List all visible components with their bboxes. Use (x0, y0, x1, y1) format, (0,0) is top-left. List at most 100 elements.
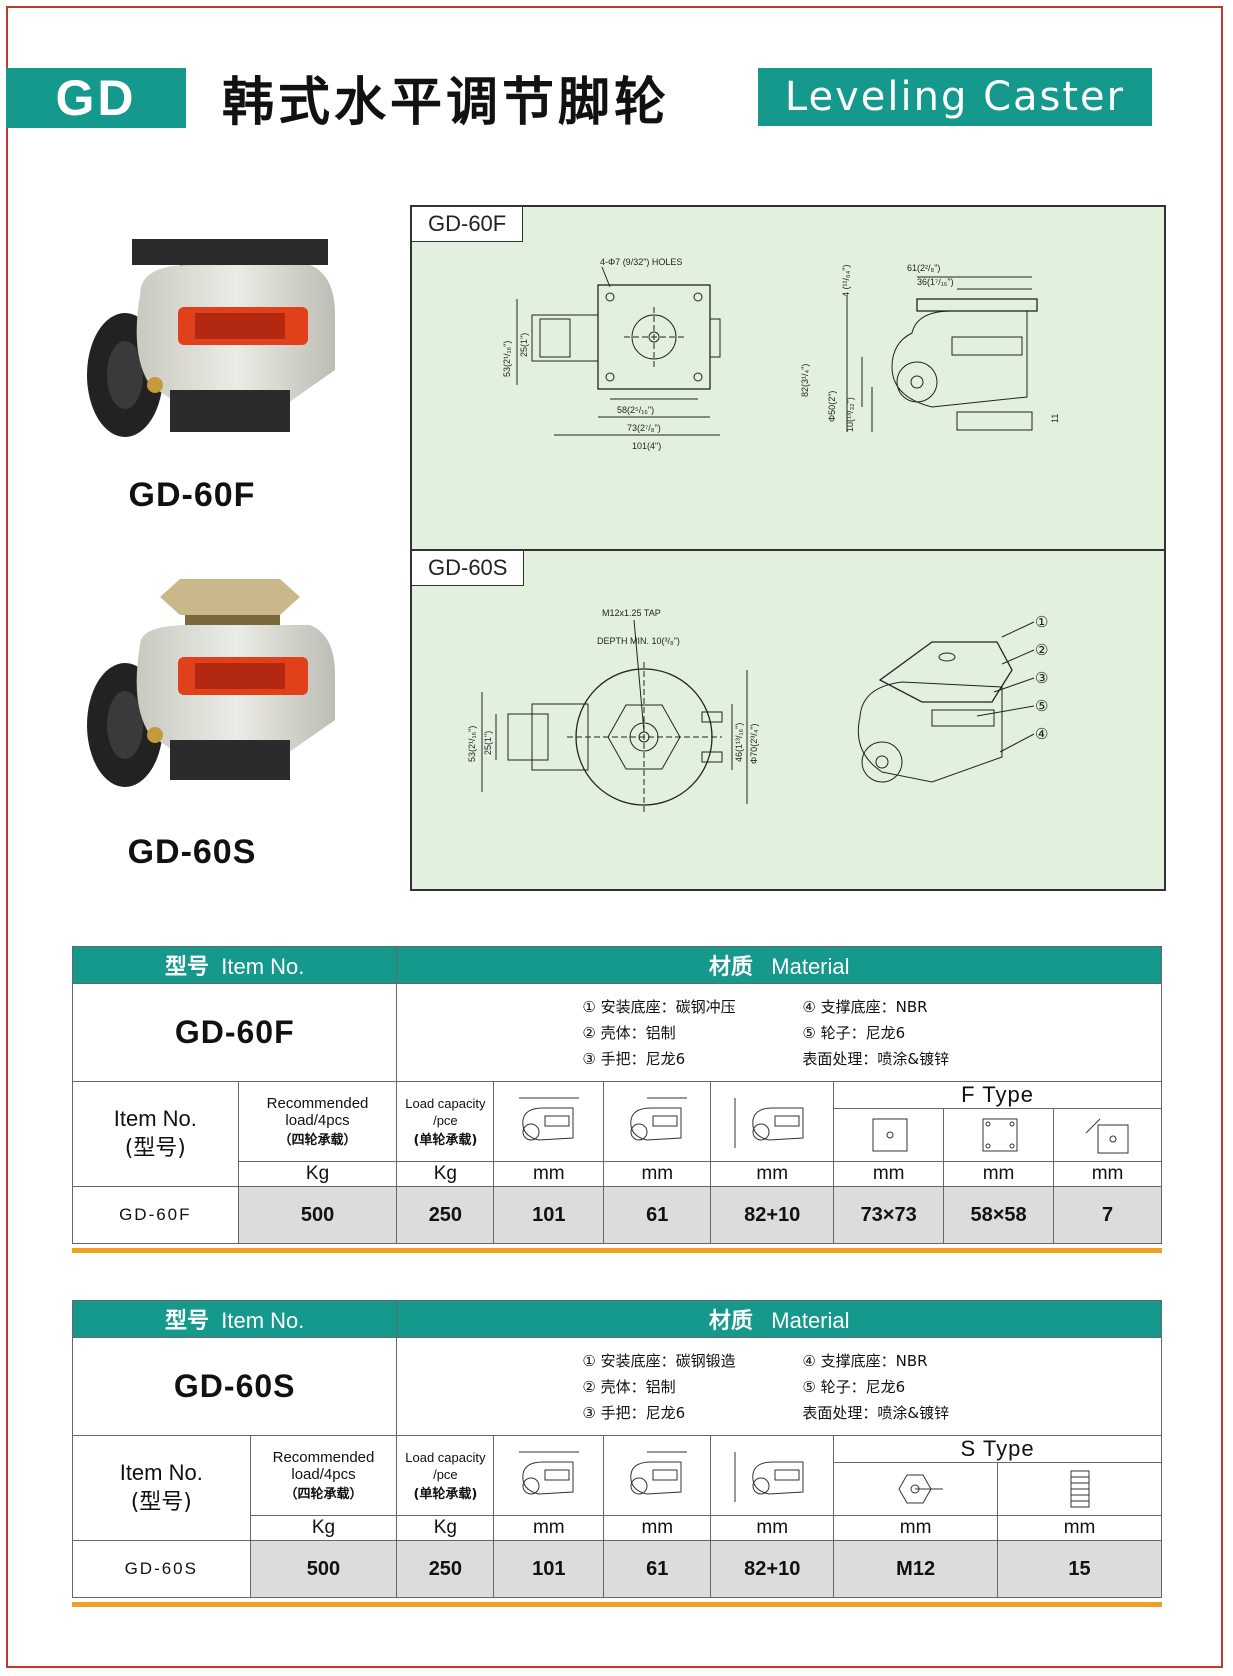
svg-text:53(2¹/₁₆"): 53(2¹/₁₆") (502, 341, 512, 377)
f-type-header: F Type (833, 1081, 1162, 1109)
svg-text:④: ④ (1035, 726, 1048, 743)
dim-icon-width (493, 1435, 605, 1516)
dim-icon-holes (943, 1108, 1055, 1162)
material-header: 材质 Material (396, 1300, 1162, 1338)
svg-text:53(2¹/₁₆"): 53(2¹/₁₆") (467, 726, 477, 762)
series-code-badge: GD (6, 68, 186, 128)
unit-cell: mm (493, 1515, 605, 1541)
technical-drawing-panel: GD-60F GD-60S 4-Φ7 (9/32") HOLES 58(2⁵/₁… (410, 205, 1166, 891)
unit-cell: Kg (237, 1161, 398, 1187)
svg-text:25(1"): 25(1") (483, 731, 493, 755)
svg-text:4-Φ7 (9/32") HOLES: 4-Φ7 (9/32") HOLES (600, 257, 682, 267)
svg-text:Φ70(2³/₄"): Φ70(2³/₄") (749, 723, 759, 764)
table-row: GD-60F 500 250 101 61 82+10 73×73 58×58 … (72, 1186, 1162, 1244)
svg-text:DEPTH MIN. 10(³/₈"): DEPTH MIN. 10(³/₈") (597, 636, 680, 646)
row-value: 73×73 (833, 1186, 945, 1244)
svg-text:61(2²/₈"): 61(2²/₈") (907, 263, 940, 273)
svg-text:⑤: ⑤ (1035, 698, 1048, 715)
item-no-header: 型号 Item No. (71, 1300, 398, 1338)
dim-icon-stem (997, 1462, 1162, 1516)
svg-text:①: ① (1035, 614, 1048, 631)
row-value: 15 (997, 1540, 1162, 1598)
unit-cell: mm (603, 1515, 712, 1541)
dim-icon-offset (603, 1081, 712, 1162)
row-value: 101 (493, 1540, 605, 1598)
row-value: 58×58 (943, 1186, 1055, 1244)
drawing-gd60s: M12x1.25 TAP DEPTH MIN. 10(³/₈") 53(2¹/₁… (467, 608, 1048, 812)
row-value: 61 (603, 1186, 712, 1244)
drawing-tab-gd60s: GD-60S (412, 551, 525, 586)
dim-icon-height (710, 1435, 835, 1516)
svg-text:10(¹³/₃₂"): 10(¹³/₃₂") (845, 397, 855, 432)
spec-table-gd60f: 型号 Item No. 材质 Material GD-60F ① 安装底座：碳钢… (71, 946, 1162, 1244)
table-bottom-bar (72, 1602, 1162, 1607)
dim-icon-offset (603, 1435, 712, 1516)
drawing-divider (412, 549, 1164, 551)
caster-photo-gd60f (87, 239, 335, 437)
row-model: GD-60F (72, 1186, 239, 1244)
svg-text:101(4"): 101(4") (632, 441, 661, 451)
svg-text:58(2⁵/₁₆"): 58(2⁵/₁₆") (617, 405, 654, 415)
svg-text:③: ③ (1035, 670, 1048, 687)
dim-icon-height (710, 1081, 835, 1162)
svg-text:M12x1.25 TAP: M12x1.25 TAP (602, 608, 661, 618)
model-name: GD-60F (71, 983, 398, 1082)
unit-cell: mm (1053, 1161, 1162, 1187)
row-value: 101 (493, 1186, 605, 1244)
photo-label-gd60f: GD-60F (128, 476, 256, 514)
row-model: GD-60S (72, 1540, 251, 1598)
svg-text:36(1⁷/₁₆"): 36(1⁷/₁₆") (917, 277, 954, 287)
item-no-col-header: Item No.(型号) (72, 1435, 251, 1541)
row-value: 61 (603, 1540, 712, 1598)
svg-text:25(1"): 25(1") (519, 333, 529, 357)
page-title-cn: 韩式水平调节脚轮 (222, 73, 671, 133)
material-header: 材质 Material (396, 946, 1162, 984)
drawing-gd60f: 4-Φ7 (9/32") HOLES 58(2⁵/₁₆") 73(2⁷/₈") … (502, 257, 1060, 451)
svg-text:Φ50(2"): Φ50(2") (827, 391, 837, 422)
row-value: 7 (1053, 1186, 1162, 1244)
row-value: 250 (396, 1186, 495, 1244)
s-type-header: S Type (833, 1435, 1162, 1463)
svg-text:②: ② (1035, 642, 1048, 659)
unit-cell: mm (833, 1515, 999, 1541)
model-name: GD-60S (71, 1337, 398, 1436)
unit-cell: mm (710, 1515, 835, 1541)
svg-text:73(2⁷/₈"): 73(2⁷/₈") (627, 423, 661, 433)
drawing-tab-gd60f: GD-60F (412, 207, 524, 242)
photo-label-gd60s: GD-60S (127, 833, 257, 871)
unit-cell: Kg (249, 1515, 398, 1541)
svg-text:4 (¹¹/₆₄"): 4 (¹¹/₆₄") (841, 265, 851, 298)
load-capacity-header: Load capacity /pce(单轮承载) (396, 1081, 495, 1162)
row-value: M12 (833, 1540, 999, 1598)
svg-text:46(1¹³/₁₆"): 46(1¹³/₁₆") (734, 723, 744, 762)
caster-photo-gd60s (87, 579, 335, 787)
dim-icon-hole-diameter (1053, 1108, 1162, 1162)
item-no-col-header: Item No.(型号) (72, 1081, 239, 1187)
dim-icon-thread (833, 1462, 999, 1516)
unit-cell: Kg (396, 1515, 495, 1541)
dim-icon-plate (833, 1108, 945, 1162)
table-row: GD-60S 500 250 101 61 82+10 M12 15 (72, 1540, 1162, 1598)
unit-cell: mm (710, 1161, 835, 1187)
recommended-load-header: Recommended load/4pcs（四轮承载） (249, 1435, 398, 1516)
page-border (6, 6, 1223, 1668)
item-no-header: 型号 Item No. (71, 946, 398, 984)
row-value: 250 (396, 1540, 495, 1598)
svg-text:82(3¹/₄"): 82(3¹/₄") (800, 364, 810, 397)
row-value: 500 (249, 1540, 398, 1598)
row-value: 82+10 (710, 1540, 835, 1598)
spec-table-gd60s: 型号 Item No. 材质 Material GD-60S ① 安装底座：碳钢… (71, 1300, 1162, 1598)
row-value: 82+10 (710, 1186, 835, 1244)
load-capacity-header: Load capacity /pce(单轮承载) (396, 1435, 495, 1516)
table-bottom-bar (72, 1248, 1162, 1253)
dim-icon-width (493, 1081, 605, 1162)
unit-cell: mm (833, 1161, 945, 1187)
unit-cell: mm (603, 1161, 712, 1187)
unit-cell: mm (997, 1515, 1162, 1541)
unit-cell: Kg (396, 1161, 495, 1187)
row-value: 500 (237, 1186, 398, 1244)
unit-cell: mm (493, 1161, 605, 1187)
unit-cell: mm (943, 1161, 1055, 1187)
